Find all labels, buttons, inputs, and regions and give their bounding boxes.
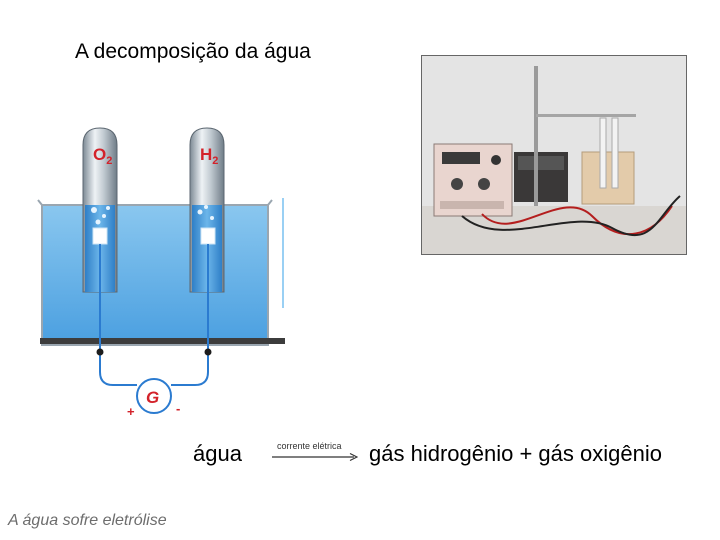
apparatus-photo [421, 55, 687, 255]
minus-sign: - [176, 401, 180, 416]
caption: A água sofre eletrólise [8, 512, 167, 529]
electrode-wires [99, 244, 209, 386]
hydrogen-label: H2 [200, 145, 218, 167]
galvanometer: G + - [127, 378, 180, 419]
equation-reactant: água [193, 441, 242, 466]
electrolysis-diagram: O2 H2 G + - [37, 127, 285, 419]
beaker [37, 198, 285, 346]
oxygen-label: O2 [93, 145, 112, 167]
galvanometer-label: G [146, 388, 159, 407]
arrow-label: corrente elétrica [277, 441, 342, 451]
plus-sign: + [127, 404, 135, 419]
reaction-arrow [272, 452, 358, 462]
equation-products: gás hidrogênio + gás oxigênio [369, 441, 662, 466]
page-title: A decomposição da água [75, 40, 311, 63]
